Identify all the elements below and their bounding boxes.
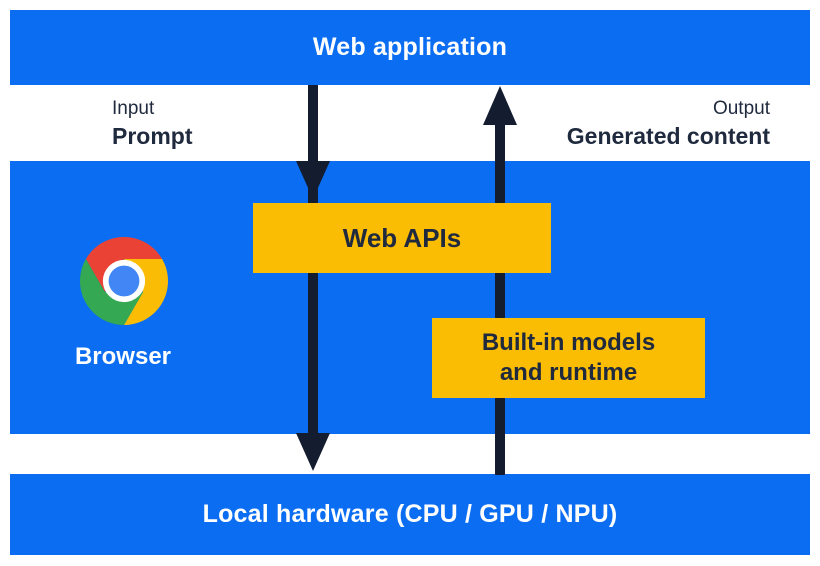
local-hardware-label: Local hardware (CPU / GPU / NPU) (202, 500, 618, 528)
web-apis-box: Web APIs (253, 203, 551, 273)
web-apis-label: Web APIs (342, 222, 462, 253)
output-value: Generated content (566, 123, 770, 149)
output-label-group: Output Generated content (567, 95, 770, 150)
output-title: Output (712, 98, 770, 119)
chrome-logo-icon (80, 237, 168, 325)
local-hardware-bar: Local hardware (CPU / GPU / NPU) (10, 474, 810, 555)
browser-label: Browser (74, 343, 172, 370)
builtin-models-box: Built-in models and runtime (432, 318, 705, 398)
output-arrow-up-icon (483, 86, 517, 475)
input-value: Prompt (112, 123, 193, 149)
input-title: Input (112, 98, 155, 119)
input-arrow-down-icon (296, 85, 330, 471)
input-label-group: Input Prompt (112, 95, 193, 150)
builtin-models-label-line2: and runtime (499, 359, 638, 386)
web-application-bar: Web application (10, 10, 810, 85)
builtin-models-label-line1: Built-in models (481, 329, 656, 356)
web-application-label: Web application (312, 33, 508, 61)
